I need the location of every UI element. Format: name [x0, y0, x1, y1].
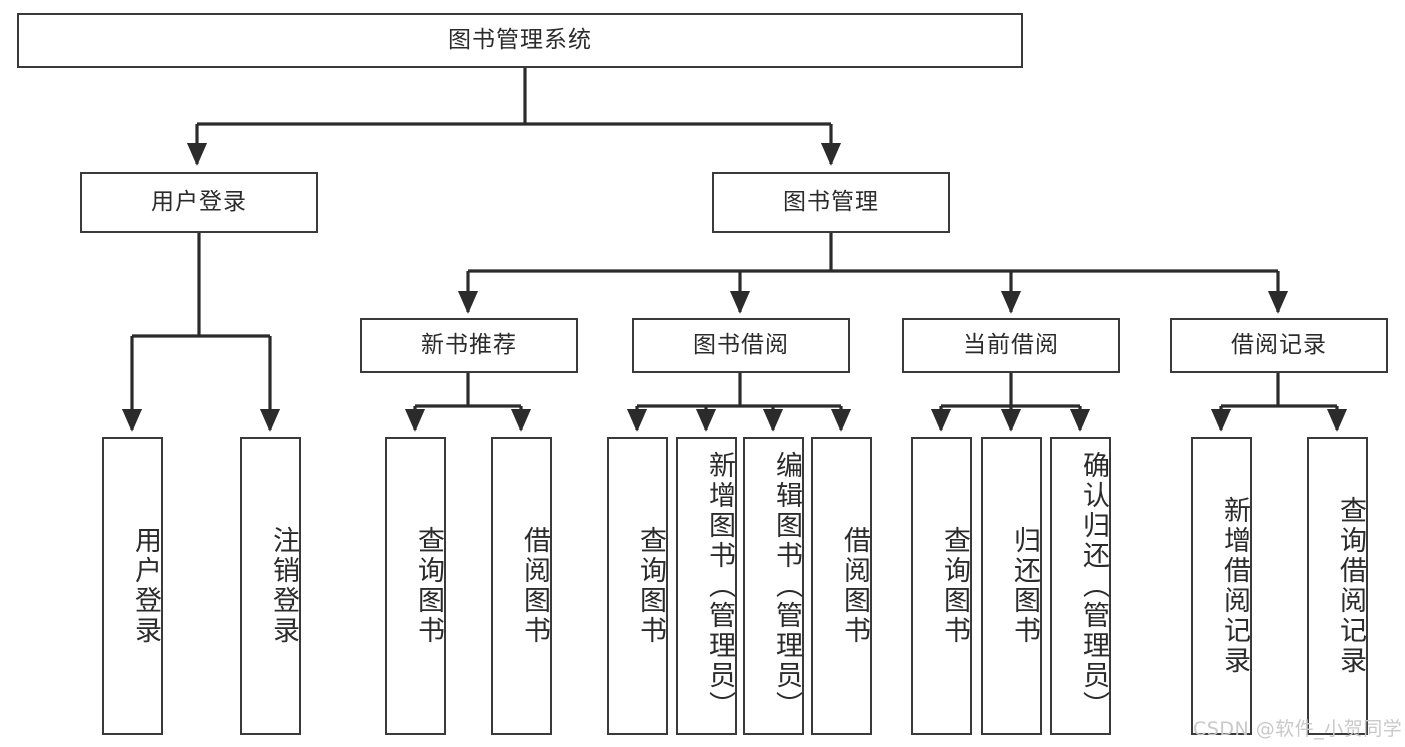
node-label: 新增图书（管理员） [704, 451, 735, 721]
node-label: 借阅图书 [839, 526, 870, 646]
node-label: 当前借阅 [963, 331, 1059, 358]
leaf-logout-login[interactable]: 注销登录 [240, 437, 301, 735]
node-label: 借阅图书 [519, 526, 550, 646]
node-book-borrow[interactable]: 图书借阅 [632, 318, 850, 373]
leaf-confirm-return-admin[interactable]: 确认归还（管理员） [1050, 437, 1111, 735]
leaf-add-borrow-record[interactable]: 新增借阅记录 [1191, 437, 1252, 735]
node-label: 编辑图书（管理员） [771, 451, 802, 721]
leaf-query-book-borrow[interactable]: 查询图书 [607, 437, 668, 735]
leaf-return-book[interactable]: 归还图书 [981, 437, 1042, 735]
node-label: 借阅记录 [1231, 331, 1327, 358]
leaf-edit-book-admin[interactable]: 编辑图书（管理员） [743, 437, 804, 735]
node-label: 图书管理系统 [448, 26, 592, 53]
node-book-management[interactable]: 图书管理 [712, 172, 950, 233]
node-user-login[interactable]: 用户登录 [80, 172, 318, 233]
node-label: 注销登录 [268, 526, 299, 646]
node-label: 新书推荐 [421, 331, 517, 358]
node-label: 图书管理 [783, 188, 879, 215]
node-label: 查询图书 [635, 526, 666, 646]
node-label: 用户登录 [151, 188, 247, 215]
leaf-add-book-admin[interactable]: 新增图书（管理员） [676, 437, 737, 735]
node-label: 归还图书 [1009, 526, 1040, 646]
node-label: 查询借阅记录 [1335, 496, 1366, 676]
leaf-query-borrow-record[interactable]: 查询借阅记录 [1307, 437, 1368, 735]
node-borrow-record[interactable]: 借阅记录 [1170, 318, 1388, 373]
node-root-book-management-system[interactable]: 图书管理系统 [17, 13, 1023, 68]
leaf-query-book-current[interactable]: 查询图书 [911, 437, 972, 735]
node-label: 图书借阅 [693, 331, 789, 358]
leaf-query-book-recommend[interactable]: 查询图书 [385, 437, 446, 735]
leaf-borrow-book-recommend[interactable]: 借阅图书 [491, 437, 552, 735]
node-label: 用户登录 [130, 526, 161, 646]
node-label: 新增借阅记录 [1219, 496, 1250, 676]
node-label: 查询图书 [413, 526, 444, 646]
node-label: 确认归还（管理员） [1078, 451, 1109, 721]
csdn-watermark: CSDN @软件_小贺同学 [1193, 718, 1403, 740]
node-new-book-recommend[interactable]: 新书推荐 [360, 318, 578, 373]
node-current-borrow[interactable]: 当前借阅 [902, 318, 1120, 373]
node-label: 查询图书 [939, 526, 970, 646]
leaf-user-login[interactable]: 用户登录 [102, 437, 163, 735]
leaf-borrow-book[interactable]: 借阅图书 [811, 437, 872, 735]
